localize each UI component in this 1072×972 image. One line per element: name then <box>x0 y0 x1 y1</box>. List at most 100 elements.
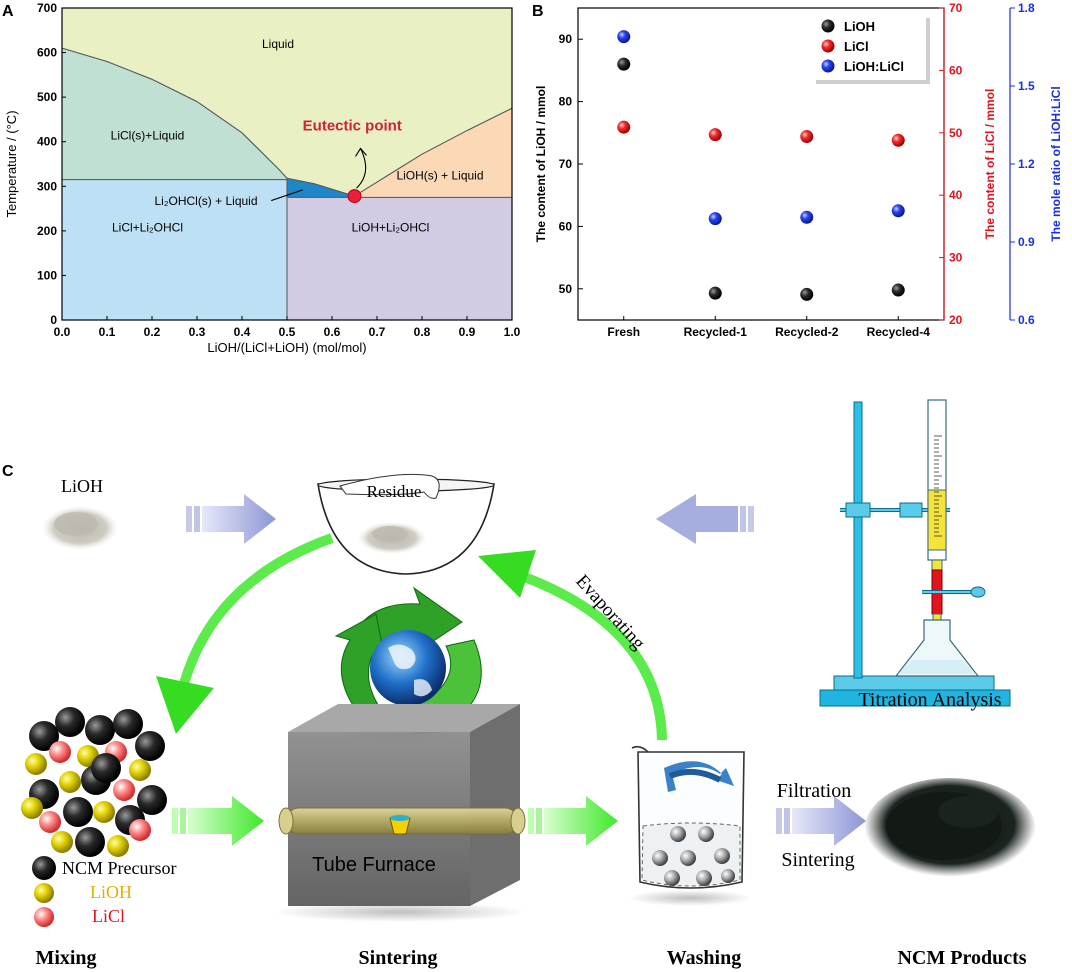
region-label-lioh-liquid: LiOH(s) + Liquid <box>396 169 483 183</box>
residue-label: Residue <box>367 482 422 501</box>
region-label-licl-liquid: LiCl(s)+Liquid <box>111 128 185 142</box>
lioh-source-label: LiOH <box>61 476 103 496</box>
legend-licl-label: LiCl <box>92 906 125 926</box>
legend-label: LiCl <box>844 39 869 54</box>
legend-lioh-label: LiOH <box>90 882 132 902</box>
titration-apparatus <box>819 399 1011 707</box>
y-tick-label: 100 <box>37 268 57 282</box>
region-lioh-liquid <box>354 108 512 198</box>
eutectic-point <box>347 189 362 204</box>
right1-tick-label: 30 <box>949 251 963 265</box>
point-lioh-licl <box>891 204 905 218</box>
step-mixing: Mixing <box>35 947 96 969</box>
ncm-product-powder <box>864 778 1036 882</box>
eutectic-label: Eutectic point <box>303 118 402 135</box>
arrow-titration-to-residue <box>656 494 754 544</box>
panel-b-letter: B <box>532 3 544 20</box>
region-licl-liquid <box>62 48 287 180</box>
arrow-residue-to-mixing <box>156 533 334 734</box>
arrow-furnace-to-washing <box>528 796 618 846</box>
x-tick-label: 0.2 <box>144 325 161 339</box>
phase-regions <box>61 8 513 320</box>
li2ohcl-pointer <box>271 189 303 202</box>
mix-particle <box>29 721 59 751</box>
x-tick-label: 0.3 <box>189 325 206 339</box>
region-li2ohcl-liquid <box>287 178 355 198</box>
right-axis-title-ratio: The mole ratio of LiOH:LiCl <box>1049 86 1063 241</box>
point-licl <box>800 130 814 144</box>
legend-ncm-swatch <box>32 856 56 880</box>
point-lioh <box>708 286 722 300</box>
category-label: Recycled-4 <box>867 325 931 339</box>
eutectic-arrowhead <box>355 147 367 157</box>
legend-label: LiOH <box>844 19 875 34</box>
step-washing: Washing <box>667 947 741 969</box>
mix-particle <box>21 797 43 819</box>
arrow-mixing-to-furnace <box>172 796 264 846</box>
step-ncm-products: NCM Products <box>897 947 1026 969</box>
right2-tick-label: 1.8 <box>1018 1 1035 15</box>
phase-x-axis-title: LiOH/(LiCl+LiOH) (mol/mol) <box>207 340 366 355</box>
right2-tick-label: 1.2 <box>1018 157 1035 171</box>
right2-tick-label: 0.9 <box>1018 235 1035 249</box>
legend-ncm-label: NCM Precursor <box>62 858 177 878</box>
y-tick-label: 300 <box>37 179 57 193</box>
chart-points <box>617 30 905 301</box>
arrow-washing-to-residue <box>478 550 667 741</box>
y-tick-label: 500 <box>37 90 57 104</box>
mix-particle <box>129 759 151 781</box>
panel-c-letter: C <box>2 463 14 480</box>
mix-particle <box>39 811 61 833</box>
left-tick-label: 80 <box>559 95 573 109</box>
x-tick-label: 0.7 <box>369 325 386 339</box>
point-licl <box>617 120 631 134</box>
point-licl <box>891 133 905 147</box>
right1-tick-label: 20 <box>949 313 963 327</box>
mix-particle <box>93 801 115 823</box>
washing-beaker <box>628 745 752 906</box>
point-lioh-licl <box>800 210 814 224</box>
right2-tick-label: 1.5 <box>1018 79 1035 93</box>
mix-particle <box>55 707 85 737</box>
phase-y-axis-title: Temperature / (°C) <box>4 110 19 217</box>
mix-particle <box>91 753 121 783</box>
recycling-chart: B 50607080902030405060700.60.91.21.51.8F… <box>532 1 1063 339</box>
lioh-powder-core <box>54 512 98 536</box>
point-lioh-licl <box>617 30 631 44</box>
y-tick-label: 700 <box>37 1 57 15</box>
mix-particle <box>129 819 151 841</box>
left-tick-label: 60 <box>559 219 573 233</box>
x-tick-label: 0.8 <box>414 325 431 339</box>
left-tick-label: 90 <box>559 32 573 46</box>
legend-swatch <box>821 19 835 33</box>
tube-furnace-label: Tube Furnace <box>312 854 436 876</box>
left-axis-title: The content of LiOH / mmol <box>534 86 548 243</box>
tube-furnace <box>274 704 526 922</box>
mix-particle <box>135 731 165 761</box>
eutectic-arrow <box>356 148 367 189</box>
y-tick-label: 600 <box>37 46 57 60</box>
arrow-washing-to-products <box>776 796 866 846</box>
evaporating-label: Evaporating <box>571 571 649 654</box>
left-tick-label: 50 <box>559 282 573 296</box>
point-licl <box>708 128 722 142</box>
legend-licl-swatch <box>34 907 54 927</box>
mix-particle <box>51 831 73 853</box>
region-licl-li2ohcl <box>62 179 287 320</box>
sintering-step-label: Sintering <box>781 849 854 871</box>
point-lioh-licl <box>708 212 722 226</box>
mix-particle <box>113 709 143 739</box>
chart-axes: 50607080902030405060700.60.91.21.51.8Fre… <box>559 1 1035 339</box>
y-tick-label: 200 <box>37 224 57 238</box>
category-label: Recycled-1 <box>684 325 748 339</box>
mix-particle <box>59 771 81 793</box>
filtration-label: Filtration <box>777 780 851 802</box>
right1-tick-label: 60 <box>949 63 963 77</box>
point-lioh <box>800 287 814 301</box>
mixing-particle-cluster <box>21 707 167 857</box>
mix-particle <box>25 753 47 775</box>
